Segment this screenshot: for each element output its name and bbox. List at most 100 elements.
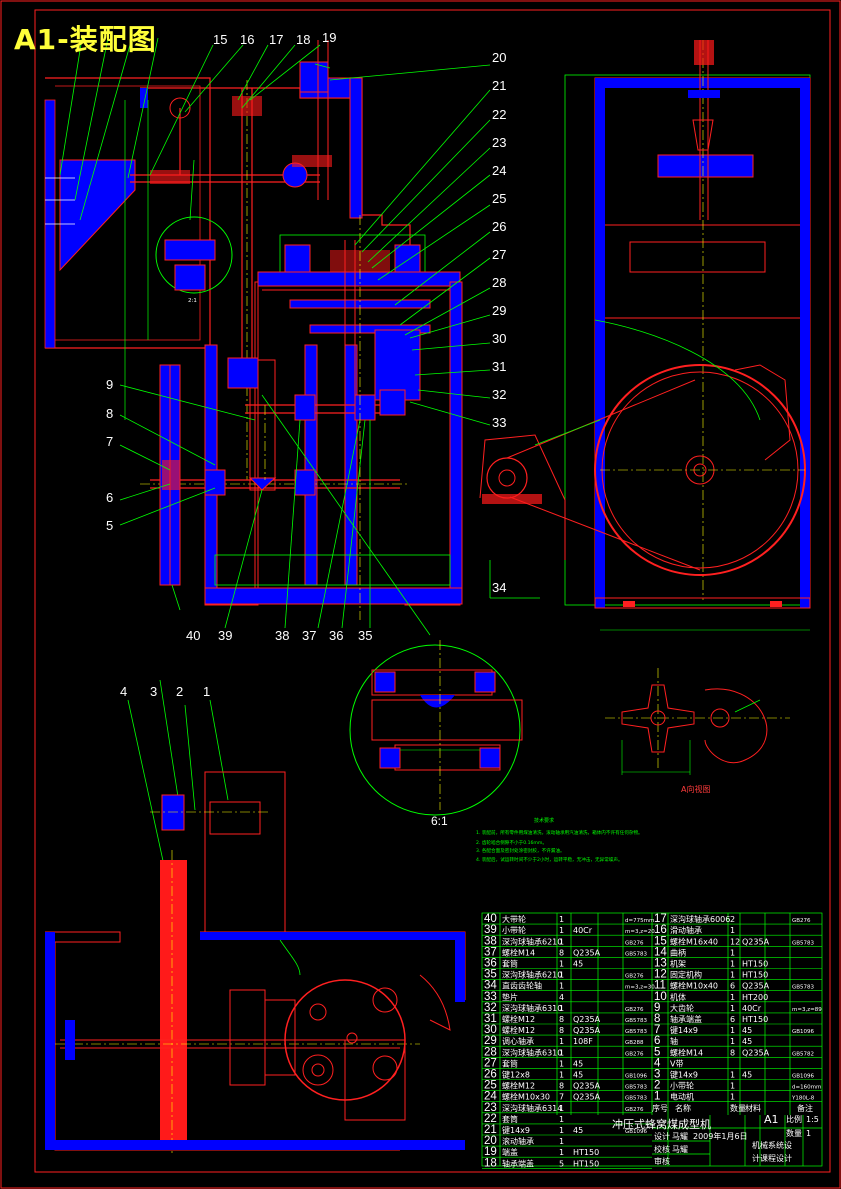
bom-right-mat: Q235A xyxy=(742,937,770,946)
callout-9: 9 xyxy=(106,377,113,392)
bom-right-name: V带 xyxy=(670,1059,683,1068)
bom-left-std: GB276 xyxy=(625,974,644,980)
bom-right-qty: 1 xyxy=(730,1026,735,1035)
bom-right-qty: 12 xyxy=(730,937,740,946)
bom-left-name: 螺栓M14 xyxy=(502,947,535,957)
bom-right-mat: Q235A xyxy=(742,1048,770,1057)
callout-6: 6 xyxy=(106,490,113,505)
bom-right-name: 深沟球轴承6006 xyxy=(670,914,730,924)
bom-right-no: 1 xyxy=(654,1091,660,1103)
bom-right-std: m=3,z=89 xyxy=(792,1007,822,1013)
bom-right-qty: 1 xyxy=(730,971,735,980)
bom-left-std: GB5783 xyxy=(625,951,648,957)
callout-15: 15 xyxy=(213,32,227,47)
bom-left-name: 螺栓M10x30 xyxy=(502,1092,550,1102)
detail-circle xyxy=(349,640,523,816)
front-view xyxy=(44,40,463,620)
bom-right-qty: 6 xyxy=(730,982,735,991)
bom-right-qty: 1 xyxy=(730,948,735,957)
bom-left-mat: Q235A xyxy=(573,948,601,957)
qty-label: 数量 xyxy=(786,1128,802,1138)
bom-left-no: 25 xyxy=(484,1080,497,1092)
bom-right-name: 小带轮 xyxy=(670,1081,694,1091)
bom-left-no: 34 xyxy=(484,980,497,992)
bom-right-no: 4 xyxy=(654,1057,661,1069)
callout-17: 17 xyxy=(269,32,283,47)
bom-right-std: GB5782 xyxy=(792,1051,814,1057)
bom-right-mat: HT150 xyxy=(742,1015,768,1024)
callout-27: 27 xyxy=(492,247,506,262)
bom-left-qty: 1 xyxy=(559,1037,564,1046)
bom-left-no: 31 xyxy=(484,1013,497,1025)
bom-header-no: 序号 xyxy=(652,1103,668,1113)
bom-left-std: GB276 xyxy=(625,1051,644,1057)
bom-right-mat: 45 xyxy=(742,1071,752,1080)
bom-left-qty: 1 xyxy=(559,1115,564,1124)
bom-left-std: m=3,z=30 xyxy=(625,985,655,991)
bom-header-std: 备注 xyxy=(797,1103,813,1113)
notes-title: 技术要求 xyxy=(534,817,554,824)
bom-left-no: 28 xyxy=(484,1046,497,1058)
bom-left-qty: 1 xyxy=(559,1071,564,1080)
bom-right-qty: 1 xyxy=(730,1004,735,1013)
approved-label: 审核 xyxy=(654,1156,670,1166)
callout-38: 38 xyxy=(275,628,289,643)
bom-right-no: 17 xyxy=(654,913,667,925)
callout-26: 26 xyxy=(492,219,506,234)
bom-right-no: 14 xyxy=(654,946,667,958)
bom-left-no: 20 xyxy=(484,1135,497,1147)
a-direction-view xyxy=(605,668,790,775)
bom-left-mat: Q235A xyxy=(573,1015,601,1024)
bom-left-no: 39 xyxy=(484,924,497,936)
bom-left-name: 键12x8 xyxy=(502,1070,530,1080)
bom-left-std: GB5783 xyxy=(625,1018,648,1024)
bom-right-no: 10 xyxy=(654,991,667,1003)
scale-label: 比例 xyxy=(786,1114,802,1124)
bom-right-qty: 1 xyxy=(730,1082,735,1091)
bom-left-qty: 1 xyxy=(559,1137,564,1146)
bom-right-qty: 6 xyxy=(730,1015,735,1024)
bom-left-qty: 1 xyxy=(559,937,564,946)
note-line-1: 1. 装配前，所有零件用煤油清洗，滚动轴承用汽油清洗，箱体内不许有任何杂物。 xyxy=(476,829,643,836)
bom-right-std: GB1096 xyxy=(792,1074,815,1080)
designed-label: 设计 xyxy=(654,1131,670,1141)
bom-header-mat: 材料 xyxy=(745,1103,761,1113)
callout-16: 16 xyxy=(240,32,254,47)
bom-right-name: 电动机 xyxy=(670,1092,694,1102)
bom-left-mat: HT150 xyxy=(573,1148,599,1157)
callout-23: 23 xyxy=(492,135,506,150)
bom-left-qty: 8 xyxy=(559,948,564,957)
bom-right-name: 轴承端盖 xyxy=(670,1014,702,1024)
bom-left-name: 小带轮 xyxy=(502,925,526,935)
bom-right-name: 螺栓M10x40 xyxy=(670,981,718,991)
bom-left-no: 30 xyxy=(484,1024,497,1036)
qty-value: 1 xyxy=(806,1129,811,1138)
checked-label: 校核 xyxy=(654,1144,670,1154)
bom-left-qty: 8 xyxy=(559,1026,564,1035)
bom-left-name: 深沟球轴承6310 xyxy=(502,1003,562,1013)
bom-right-no: 3 xyxy=(654,1069,660,1081)
bom-left-no: 27 xyxy=(484,1057,497,1069)
bom-left-qty: 8 xyxy=(559,1082,564,1091)
callout-18: 18 xyxy=(296,32,310,47)
bom-left-qty: 1 xyxy=(559,1126,564,1135)
bom-left-qty: 4 xyxy=(559,993,564,1002)
callout-3: 3 xyxy=(150,684,157,699)
side-view xyxy=(479,40,811,631)
bom-left-std: GB276 xyxy=(625,1007,644,1013)
bom-left-name: 端盖 xyxy=(502,1147,518,1157)
bom-left-name: 套筒 xyxy=(502,1114,518,1124)
bom-left-name: 套筒 xyxy=(502,1058,518,1068)
bom-left-mat: 40Cr xyxy=(573,926,593,935)
bom-left-qty: 1 xyxy=(559,1048,564,1057)
bom-left-qty: 1 xyxy=(559,1148,564,1157)
bom-right-no: 13 xyxy=(654,958,667,970)
drawing-title: A1-装配图 xyxy=(14,23,157,56)
callout-34: 34 xyxy=(492,580,506,595)
bom-right-std: d=160mm xyxy=(792,1085,821,1091)
bom-right-name: 螺栓M14 xyxy=(670,1047,703,1057)
bom-row-lines xyxy=(482,923,822,1169)
